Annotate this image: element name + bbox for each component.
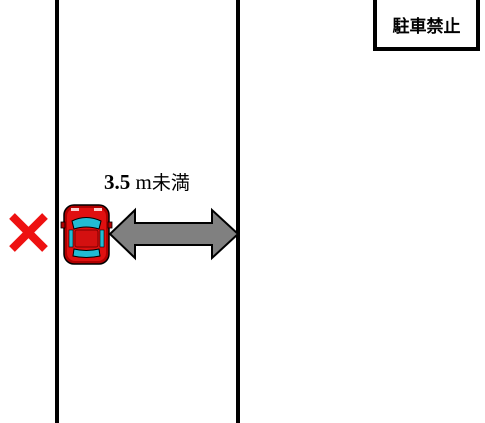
x-mark-icon [9, 213, 48, 252]
road-edge-line-left [55, 0, 59, 423]
no-parking-sign-label: 駐車禁止 [392, 16, 461, 37]
distance-unit: m [135, 170, 152, 194]
distance-label: 3.5 m未満 [104, 168, 190, 195]
car-top-view-icon [60, 204, 113, 265]
double-arrow-icon [108, 207, 240, 261]
no-parking-sign: 駐車禁止 [373, 0, 480, 51]
distance-value: 3.5 [104, 170, 131, 194]
road-edge-line-right [236, 0, 240, 423]
distance-suffix: 未満 [151, 172, 190, 194]
